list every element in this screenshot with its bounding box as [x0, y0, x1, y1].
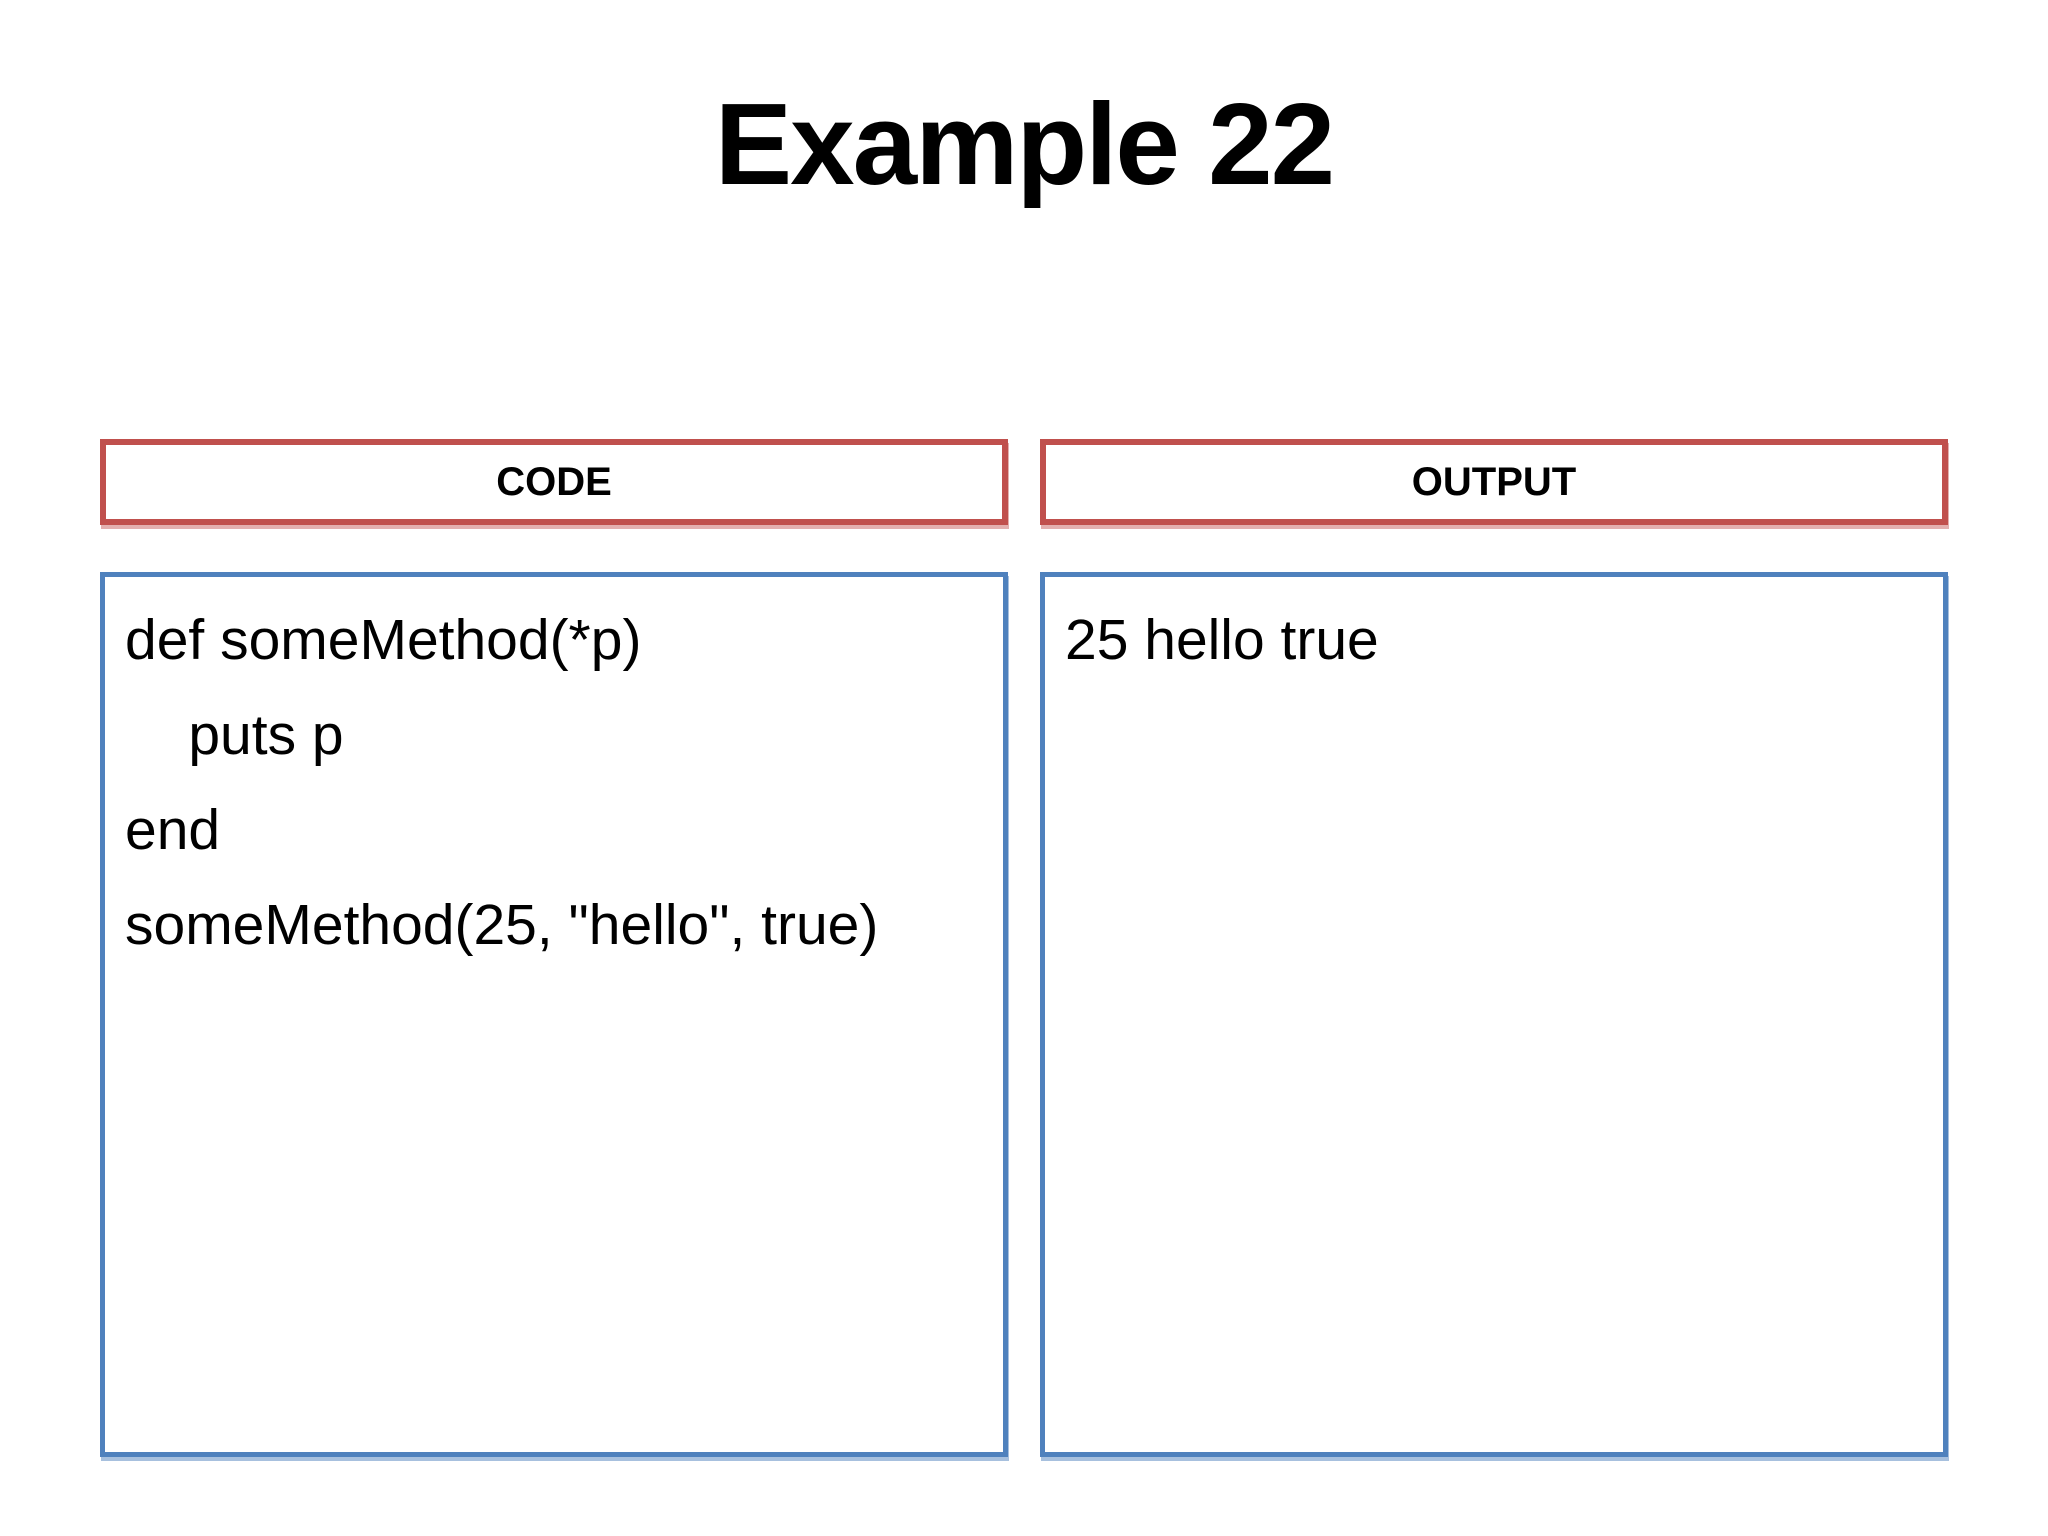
code-panel: def someMethod(*p) puts p end someMethod…	[100, 572, 1008, 1457]
slide: Example 22 CODE OUTPUT def someMethod(*p…	[0, 84, 2048, 1536]
code-line: end	[125, 798, 221, 862]
panel-header-row: CODE OUTPUT	[100, 439, 1948, 525]
output-panel-header: OUTPUT	[1040, 439, 1948, 525]
code-line: def someMethod(*p)	[125, 608, 642, 672]
code-line: someMethod(25, "hello", true)	[125, 893, 879, 957]
code-panel-header: CODE	[100, 439, 1008, 525]
output-panel: 25 hello true	[1040, 572, 1948, 1457]
code-line: puts p	[125, 703, 344, 767]
slide-title: Example 22	[714, 79, 1335, 209]
output-panel-header-label: OUTPUT	[1411, 459, 1577, 504]
output-line: 25 hello true	[1065, 608, 1379, 672]
panel-content-row: def someMethod(*p) puts p end someMethod…	[100, 572, 1948, 1457]
code-panel-header-label: CODE	[496, 459, 612, 504]
